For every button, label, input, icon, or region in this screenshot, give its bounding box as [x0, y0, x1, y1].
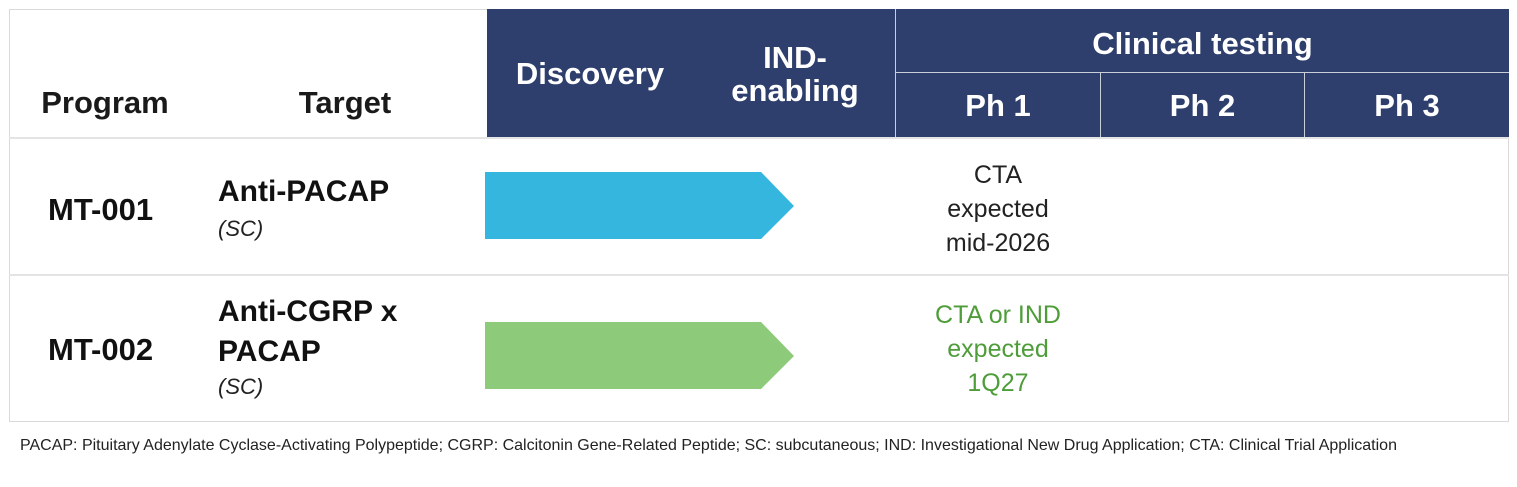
milestone-note-line: CTA — [973, 161, 1023, 189]
ph2-header: Ph 2 — [1169, 87, 1236, 123]
progress-arrow-shape — [485, 172, 794, 239]
milestone-note-line: 1Q27 — [967, 369, 1029, 397]
ph3-header: Ph 3 — [1374, 87, 1440, 123]
abbreviations-footnote: PACAP: Pituitary Adenylate Cyclase-Activ… — [20, 437, 1397, 454]
stage-header-band — [487, 9, 1509, 138]
program-id: MT-001 — [48, 192, 154, 227]
ind-enabling-line1: IND- — [763, 40, 827, 75]
milestone-note-line: mid-2026 — [945, 229, 1051, 257]
milestone-note-line: expected — [947, 335, 1049, 363]
program-id: MT-002 — [48, 332, 154, 367]
route-of-administration: (SC) — [218, 374, 264, 399]
program-column-header: Program — [41, 85, 169, 120]
clinical-testing-header: Clinical testing — [1092, 25, 1313, 61]
row-divider — [9, 137, 1509, 139]
milestone-note: CTA expected mid-2026 — [888, 158, 1108, 260]
ph1-header: Ph 1 — [965, 87, 1031, 123]
target-column-header: Target — [298, 85, 392, 120]
milestone-note: CTA or IND expected 1Q27 — [888, 298, 1108, 400]
header-divider — [1100, 73, 1101, 138]
milestone-note-line: expected — [947, 195, 1049, 223]
header-divider — [1304, 73, 1305, 138]
progress-arrow — [485, 322, 794, 389]
progress-arrow — [485, 172, 794, 239]
route-of-administration: (SC) — [218, 216, 264, 241]
row-divider — [9, 274, 1509, 276]
progress-arrow-shape — [485, 322, 794, 389]
target-name-continued: PACAP — [218, 335, 321, 368]
discovery-stage-header: Discovery — [515, 55, 665, 91]
header-divider — [895, 9, 896, 138]
target-name: Anti-PACAP — [218, 175, 390, 208]
header-divider — [896, 72, 1509, 73]
ind-enabling-line2: enabling — [731, 73, 859, 108]
target-name: Anti-CGRP x — [218, 295, 398, 328]
milestone-note-line: CTA or IND — [935, 301, 1061, 329]
ind-enabling-stage-header: IND- enabling — [700, 34, 890, 114]
